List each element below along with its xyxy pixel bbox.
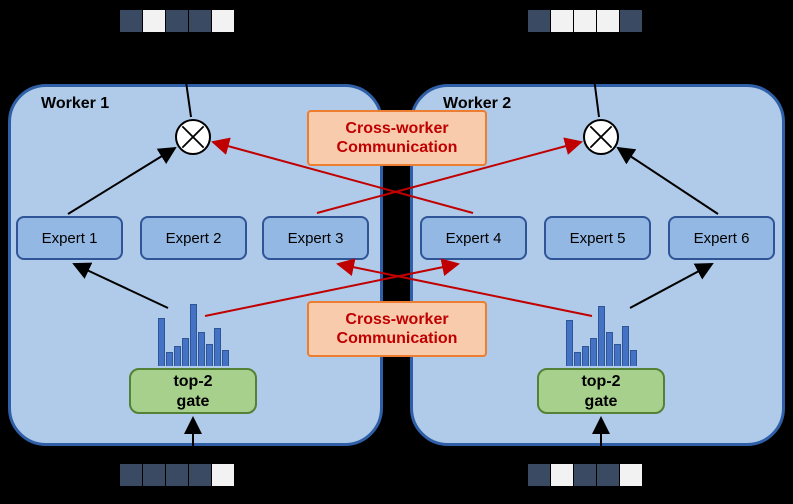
expert-4-label: Expert 4 [445, 229, 502, 247]
expert-3-box: Expert 3 [262, 216, 369, 260]
comm-label-line2: Communication [336, 139, 458, 156]
worker-1-label: Worker 1 [41, 95, 110, 112]
histogram-bar [622, 326, 629, 366]
token-sequence-bottom-right [528, 464, 642, 486]
histogram-bar [222, 350, 229, 366]
token-sequence-bottom-left [120, 464, 234, 486]
gate-histogram-worker-2 [566, 302, 637, 366]
histogram-bar [598, 306, 605, 366]
token-square [166, 10, 188, 32]
histogram-bar [574, 352, 581, 366]
expert-1-label: Expert 1 [41, 229, 98, 247]
gate-box-worker-2: top-2 gate [537, 368, 665, 414]
token-square [189, 10, 211, 32]
token-square [574, 10, 596, 32]
expert-1-box: Expert 1 [16, 216, 123, 260]
token-square [528, 464, 550, 486]
histogram-bar [206, 344, 213, 366]
expert-6-label: Expert 6 [693, 229, 750, 247]
token-square [120, 464, 142, 486]
histogram-bar [198, 332, 205, 366]
expert-2-box: Expert 2 [140, 216, 247, 260]
expert-4-box: Expert 4 [420, 216, 527, 260]
comm-label-line1: Cross-worker [345, 310, 449, 328]
token-square [620, 10, 642, 32]
expert-6-box: Expert 6 [668, 216, 775, 260]
histogram-bar [214, 328, 221, 366]
token-square [620, 464, 642, 486]
token-square [143, 464, 165, 486]
histogram-bar [182, 338, 189, 366]
token-square [551, 10, 573, 32]
worker-2-label: Worker 2 [443, 95, 512, 112]
token-square [574, 464, 596, 486]
token-square [212, 464, 234, 486]
histogram-bar [566, 320, 573, 366]
comm-label-line2: Communication [336, 330, 458, 347]
expert-5-label: Expert 5 [569, 229, 626, 247]
gate-label-line2: gate [584, 392, 618, 410]
histogram-bar [630, 350, 637, 366]
token-sequence-top-right [528, 10, 642, 32]
gate-label-line1: top-2 [581, 373, 621, 390]
token-sequence-top-left [120, 10, 234, 32]
cross-worker-communication-box-top: Cross-worker Communication [307, 110, 487, 166]
histogram-bar [174, 346, 181, 366]
expert-5-box: Expert 5 [544, 216, 651, 260]
token-square [120, 10, 142, 32]
token-square [551, 464, 573, 486]
histogram-bar [590, 338, 597, 366]
gate-box-worker-1: top-2 gate [129, 368, 257, 414]
token-square [597, 10, 619, 32]
histogram-bar [166, 352, 173, 366]
comm-label-line1: Cross-worker [345, 119, 449, 137]
histogram-bar [190, 304, 197, 366]
token-square [212, 10, 234, 32]
token-square [189, 464, 211, 486]
histogram-bar [606, 332, 613, 366]
token-square [597, 464, 619, 486]
gate-label-line1: top-2 [173, 373, 213, 390]
multiply-circle-icon [583, 119, 619, 155]
histogram-bar [614, 344, 621, 366]
token-square [528, 10, 550, 32]
gate-label-line2: gate [176, 392, 210, 410]
gate-histogram-worker-1 [158, 302, 229, 366]
expert-2-label: Expert 2 [165, 229, 222, 247]
cross-worker-communication-box-bottom: Cross-worker Communication [307, 301, 487, 357]
token-square [143, 10, 165, 32]
token-square [166, 464, 188, 486]
histogram-bar [158, 318, 165, 366]
multiply-circle-icon [175, 119, 211, 155]
histogram-bar [582, 346, 589, 366]
expert-3-label: Expert 3 [287, 229, 344, 247]
